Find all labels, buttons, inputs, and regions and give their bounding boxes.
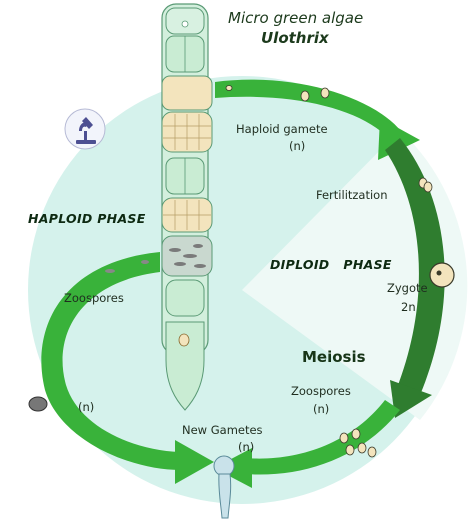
zygote-ploidy: 2n: [401, 300, 416, 314]
zoospores-right-ploidy: (n): [313, 402, 330, 416]
diagram-subtitle: Ulothrix: [261, 29, 329, 47]
zygote-arrowhead: [390, 380, 432, 418]
meiosis-label: Meiosis: [302, 348, 366, 366]
haploid-gametes: [225, 85, 330, 102]
meiosis-zoospores: [339, 428, 377, 458]
meiosis-arrow: [245, 400, 400, 475]
diagram-title: Micro green algae: [228, 9, 364, 27]
fertilization-label: Fertilitzation: [316, 188, 388, 202]
zygote-nucleus: [436, 270, 442, 276]
left-zoospore: [28, 396, 48, 412]
zoospore-arrowhead: [175, 440, 214, 484]
zygote-label: Zygote: [387, 281, 428, 295]
zygote-arrow: [385, 138, 445, 395]
new-gametes-label: New Gametes: [182, 423, 263, 437]
left-zoospore-ploidy: (n): [78, 400, 95, 414]
zoospore-release-arrow: [41, 252, 180, 470]
ulothrix-filament: [161, 3, 213, 411]
released-zoospores: [105, 260, 149, 273]
haploid-gamete-label: Haploid gamete: [236, 122, 328, 136]
zygote-cell: [429, 262, 455, 288]
haploid-phase-label: HAPLOID PHASE: [28, 211, 146, 226]
new-gamete-germling: [213, 455, 235, 519]
new-gametes-ploidy: (n): [238, 440, 255, 454]
zoospores-right-label: Zoospores: [291, 384, 351, 398]
gamete-release-arrow: [215, 79, 400, 138]
microscope-icon: [64, 108, 106, 150]
diploid-phase-label: DIPLOID PHASE: [270, 257, 392, 272]
zoospores-left-label: Zoospores: [64, 291, 124, 305]
haploid-gamete-ploidy: (n): [289, 139, 306, 153]
fertilization-gametes: [418, 177, 433, 193]
